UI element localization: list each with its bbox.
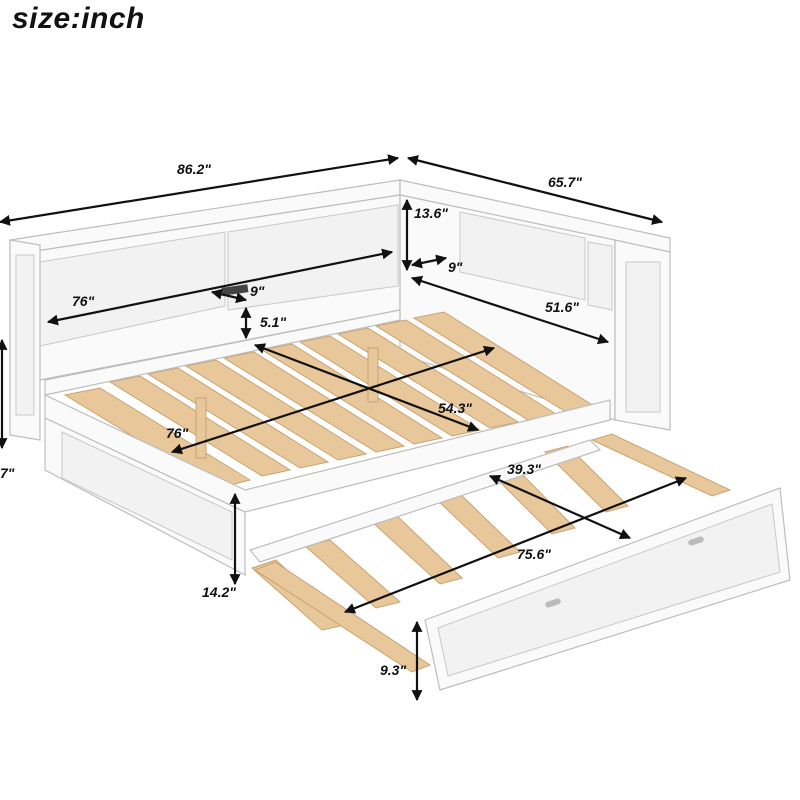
- size-unit-title: size:inch: [12, 2, 145, 35]
- dim-back-shelf-length: 76": [72, 293, 95, 309]
- dim-side-shelf-length: 51.6": [545, 299, 579, 315]
- dim-overall-width: 65.7": [548, 174, 582, 190]
- dim-side-depth: 9": [448, 259, 463, 275]
- dim-shelf-gap: 5.1": [260, 314, 286, 330]
- dim-trundle-height: 9.3": [380, 662, 406, 678]
- dim-frame-height: 14.2": [202, 584, 236, 600]
- dim-back-shelf-depth: 9": [250, 283, 265, 299]
- dim-trundle-length: 75.6": [517, 546, 551, 562]
- dim-trundle-width: 39.3": [507, 461, 541, 477]
- dimension-lines: [0, 154, 688, 702]
- dim-overall-length: 86.2": [177, 161, 211, 177]
- dim-overall-height-partial: 7": [0, 465, 15, 481]
- dim-mattress-width: 54.3": [438, 400, 472, 416]
- dim-side-height: 13.6": [414, 205, 448, 221]
- dim-mattress-length: 76": [166, 425, 189, 441]
- left-end-panel: [9, 239, 41, 441]
